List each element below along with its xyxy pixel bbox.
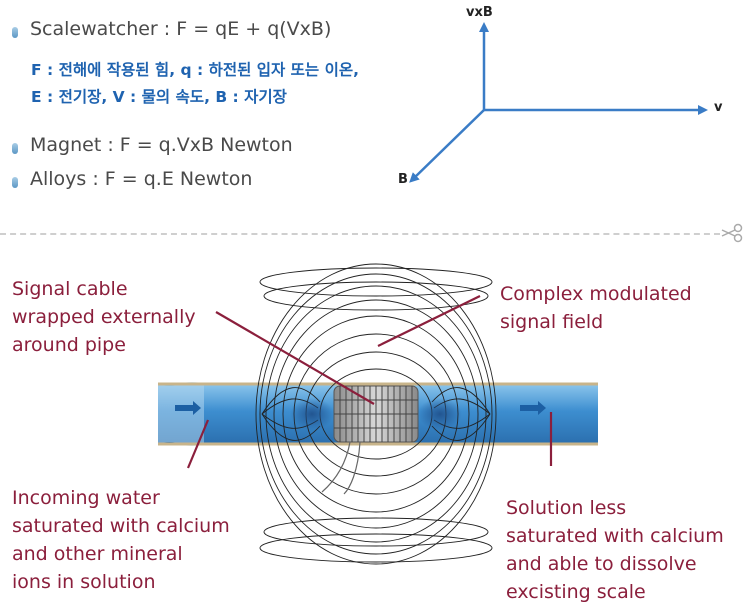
label-signal-cable-line: around pipe: [12, 334, 126, 356]
label-incoming-water-line: and other mineral: [12, 543, 183, 565]
callout-line-signal-cable: [215, 311, 375, 405]
axis-diagonal-arrow: [409, 109, 485, 183]
label-signal-cable: Signal cable wrapped externally around p…: [12, 275, 196, 359]
legend-line-1: F : 전해에 작용된 힘, q : 하전된 입자 또는 이온,: [31, 61, 359, 79]
label-solution-less-line: excisting scale: [506, 581, 646, 603]
label-incoming-water-line: Incoming water: [12, 487, 160, 509]
bullet-icon: [12, 177, 18, 188]
callout-line-complex-field: [377, 295, 481, 347]
field-glow-right: [418, 398, 462, 430]
label-complex-field: Complex modulated signal field: [500, 280, 692, 336]
signal-coil: [321, 385, 419, 495]
label-incoming-water-line: saturated with calcium: [12, 515, 230, 537]
label-complex-field-line: signal field: [500, 311, 604, 333]
magnet-formula: Magnet : F = q.VxB Newton: [30, 134, 293, 156]
label-solution-less-line: saturated with calcium: [506, 525, 724, 547]
field-glow-left: [290, 398, 334, 430]
scissors-icon: [721, 223, 743, 243]
scalewatcher-formula: Scalewatcher : F = qE + q(VxB): [30, 18, 332, 40]
label-signal-cable-line: Signal cable: [12, 278, 128, 300]
label-solution-less-line: Solution less: [506, 497, 627, 519]
callout-lines: [186, 295, 553, 469]
legend-line-2: E : 전기장, V : 물의 속도, B : 자기장: [31, 88, 287, 106]
bullet-icon: [12, 27, 18, 38]
callout-line-incoming-water: [186, 419, 210, 469]
axis-label-b: B: [398, 172, 408, 187]
label-complex-field-line: Complex modulated: [500, 283, 692, 305]
label-incoming-water: Incoming water saturated with calcium an…: [12, 484, 230, 596]
bullet-icon: [12, 143, 18, 154]
axis-label-v: v: [714, 100, 723, 115]
label-incoming-water-line: ions in solution: [12, 571, 156, 593]
label-solution-less-line: and able to dissolve: [506, 553, 697, 575]
label-signal-cable-line: wrapped externally: [12, 306, 196, 328]
dashed-separator: [0, 233, 720, 235]
axis-label-vxb: vxB: [466, 5, 493, 20]
alloys-formula: Alloys : F = q.E Newton: [30, 168, 253, 190]
label-solution-less: Solution less saturated with calcium and…: [506, 494, 724, 606]
